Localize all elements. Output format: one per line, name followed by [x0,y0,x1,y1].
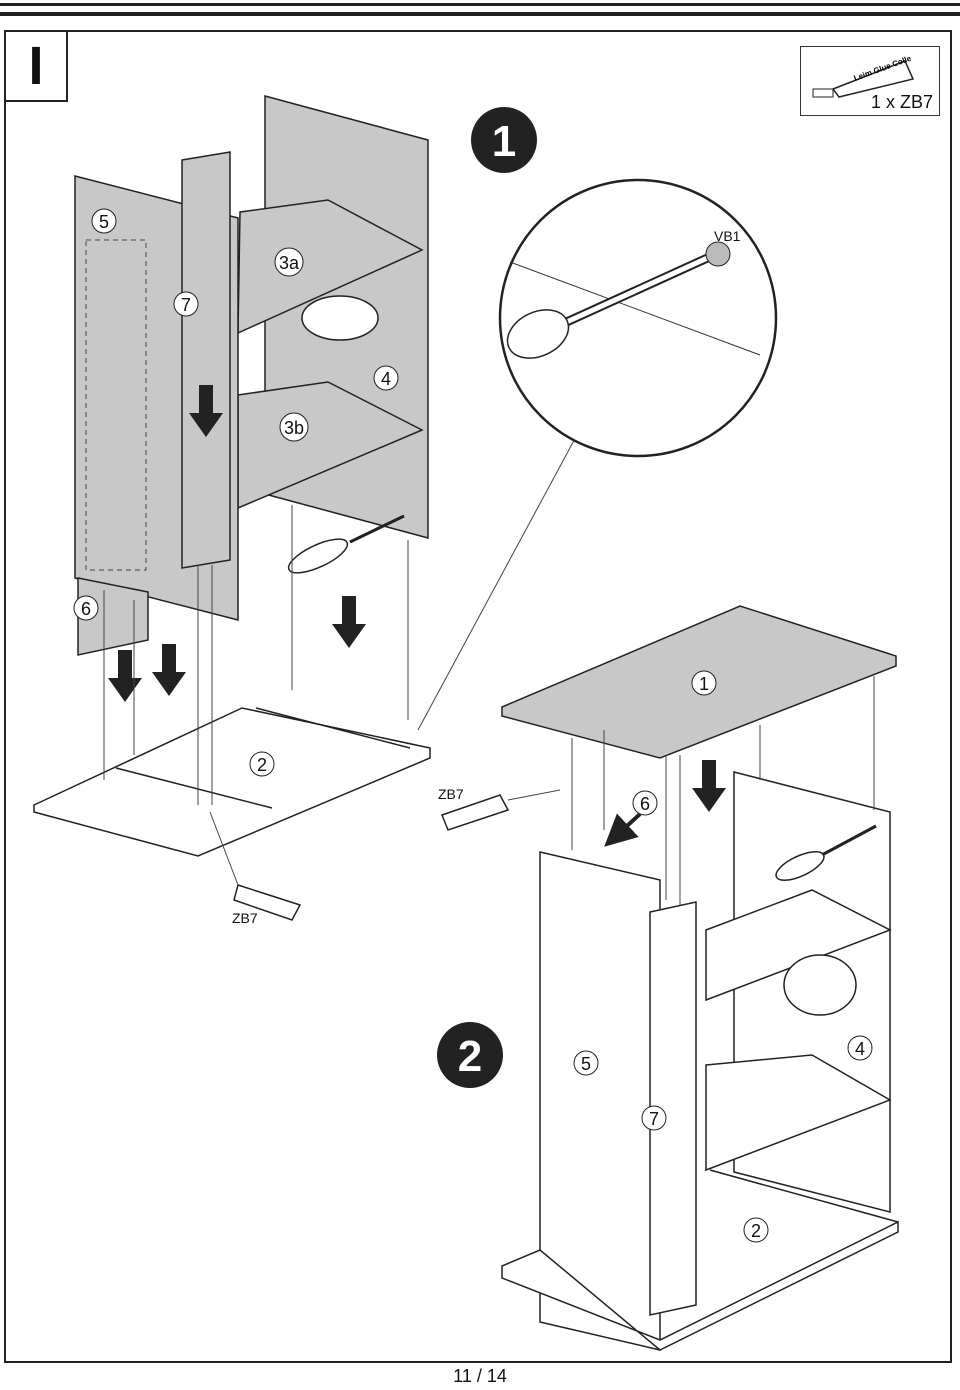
label-part-6b: 6 [640,794,650,814]
guide-lines [103,419,586,805]
glue-tube-icon-a [209,811,302,921]
label-part-2: 2 [257,755,267,775]
label-zb7-a: ZB7 [232,910,258,926]
svg-text:1: 1 [492,117,516,166]
label-part-7: 7 [181,295,191,315]
page-frame [4,30,952,1363]
label-part-2b: 2 [751,1221,761,1241]
label-part-5b: 5 [581,1054,591,1074]
step-letter-box: I [4,30,68,102]
base-panel-2 [501,1220,899,1351]
screwdriver-icon-2 [775,824,877,881]
page-number: 11 / 14 [453,1366,507,1386]
substep-2-badge: 2 [437,1022,503,1088]
screwdriver-icon [287,514,405,574]
label-part-6: 6 [81,599,91,619]
rail-6 [77,577,149,656]
front-strip-7b [649,901,697,1316]
label-part-3b: 3b [284,418,304,438]
glue-requirement-box: Leim Glue Colle 1 x ZB7 [800,46,940,116]
dowel-icon [506,241,731,359]
svg-text:2: 2 [458,1032,482,1081]
front-strip-7 [181,151,231,569]
base-board-2 [33,707,431,857]
label-part-4: 4 [381,369,391,389]
label-part-4b: 4 [855,1039,865,1059]
pointer-arrow-icon [604,812,642,847]
glue-tube-icon: Leim Glue Colle [812,54,915,98]
top-rule-thin [0,3,960,6]
substep-1-badge: 1 [471,107,537,173]
down-arrow-icons [108,385,726,812]
label-part-3a: 3a [279,253,300,273]
glue-quantity: 1 x ZB7 [870,92,933,112]
label-zb7-b: ZB7 [438,786,464,802]
cable-hole [301,295,379,341]
label-part-5: 5 [99,212,109,232]
top-rule-thick [0,12,960,16]
label-vb1: VB1 [714,228,741,244]
step-letter: I [28,36,44,96]
label-part-7b: 7 [649,1109,659,1129]
dashed-outline [85,239,147,571]
glue-tube-icon-b [441,789,561,831]
label-part-1: 1 [699,674,709,694]
